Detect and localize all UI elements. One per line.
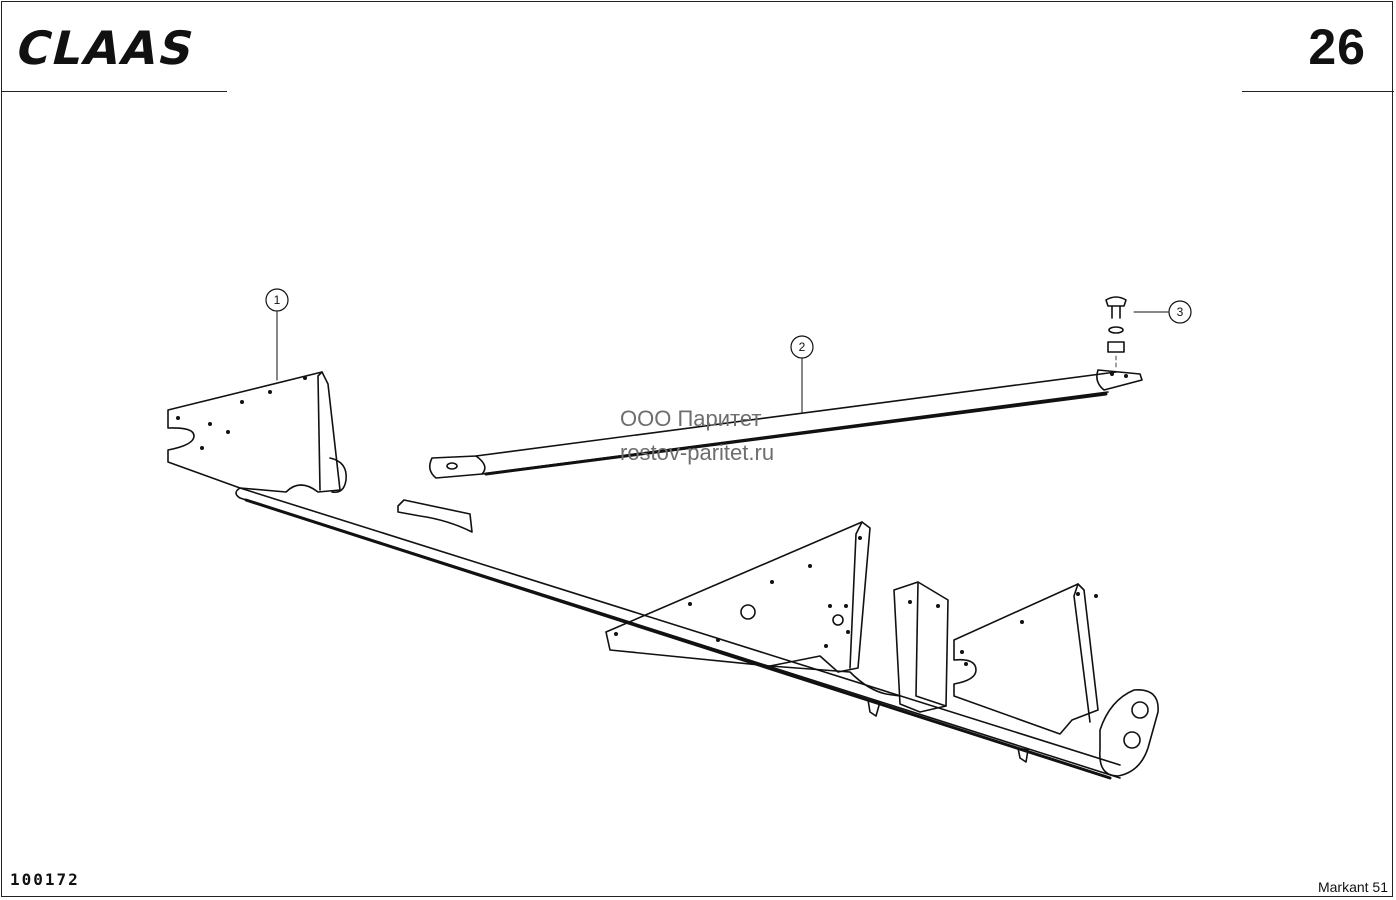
svg-text:CLAAS: CLAAS — [11, 23, 202, 72]
mid-plate — [605, 521, 871, 673]
end-mount-hole-lower — [1123, 731, 1141, 749]
callout-label-2: 2 — [799, 340, 806, 354]
left-plate — [167, 371, 341, 493]
watermark-url: rostov-paritet.ru — [620, 440, 775, 465]
u-bracket-inner — [915, 581, 947, 707]
u-bracket-holes — [908, 600, 940, 608]
bolt-head — [1105, 296, 1127, 307]
mid-plate-lower — [769, 665, 901, 697]
lug-2 — [1017, 747, 1029, 763]
mid-plate-hole-2 — [832, 614, 844, 626]
claas-logo: CLAAS — [11, 23, 202, 72]
model-name: Markant 51 — [1317, 879, 1388, 895]
beam-top-edge — [239, 487, 1121, 766]
mid-plate-large-hole — [740, 604, 756, 620]
brace-top — [475, 371, 1117, 457]
page-number: 26 — [1308, 19, 1366, 75]
brace-shadow — [484, 392, 1108, 476]
brace-left-hole — [446, 462, 458, 470]
u-bracket — [893, 581, 949, 713]
brace-right-tab — [1096, 369, 1143, 391]
watermark-company: ООО Паритет — [620, 406, 762, 431]
right-plate-flange — [1073, 583, 1091, 723]
nut — [1107, 341, 1125, 353]
callout-circle-2 — [790, 335, 814, 359]
callout-label-3: 3 — [1177, 305, 1184, 319]
washer — [1108, 326, 1124, 334]
callout-circle-1 — [265, 288, 289, 312]
end-mount-hole-upper — [1131, 701, 1149, 719]
header-rule-right — [1242, 91, 1394, 92]
bolt-shank — [1111, 305, 1121, 319]
left-collar — [329, 457, 347, 494]
brace-tab-holes — [1110, 372, 1128, 378]
lug-1 — [867, 699, 881, 717]
right-plate — [953, 583, 1099, 735]
callout-circle-3 — [1168, 300, 1192, 324]
mid-plate-flange — [849, 521, 863, 669]
beam-shadow — [244, 498, 1112, 780]
watermark: ООО Паритет rostov-paritet.ru — [620, 402, 774, 470]
left-plate-holes — [176, 376, 307, 450]
right-plate-holes — [960, 592, 1098, 666]
callout-label-1: 1 — [274, 293, 281, 307]
end-mount-plate — [1099, 689, 1159, 777]
beam-left-end — [235, 487, 241, 499]
drawing-number: 100172 — [10, 870, 80, 889]
header-rule-left — [1, 91, 227, 92]
brace-left-end — [428, 455, 486, 479]
mid-plate-holes — [614, 536, 862, 648]
beam-bracket-small — [397, 499, 473, 533]
left-plate-flange — [317, 371, 323, 491]
